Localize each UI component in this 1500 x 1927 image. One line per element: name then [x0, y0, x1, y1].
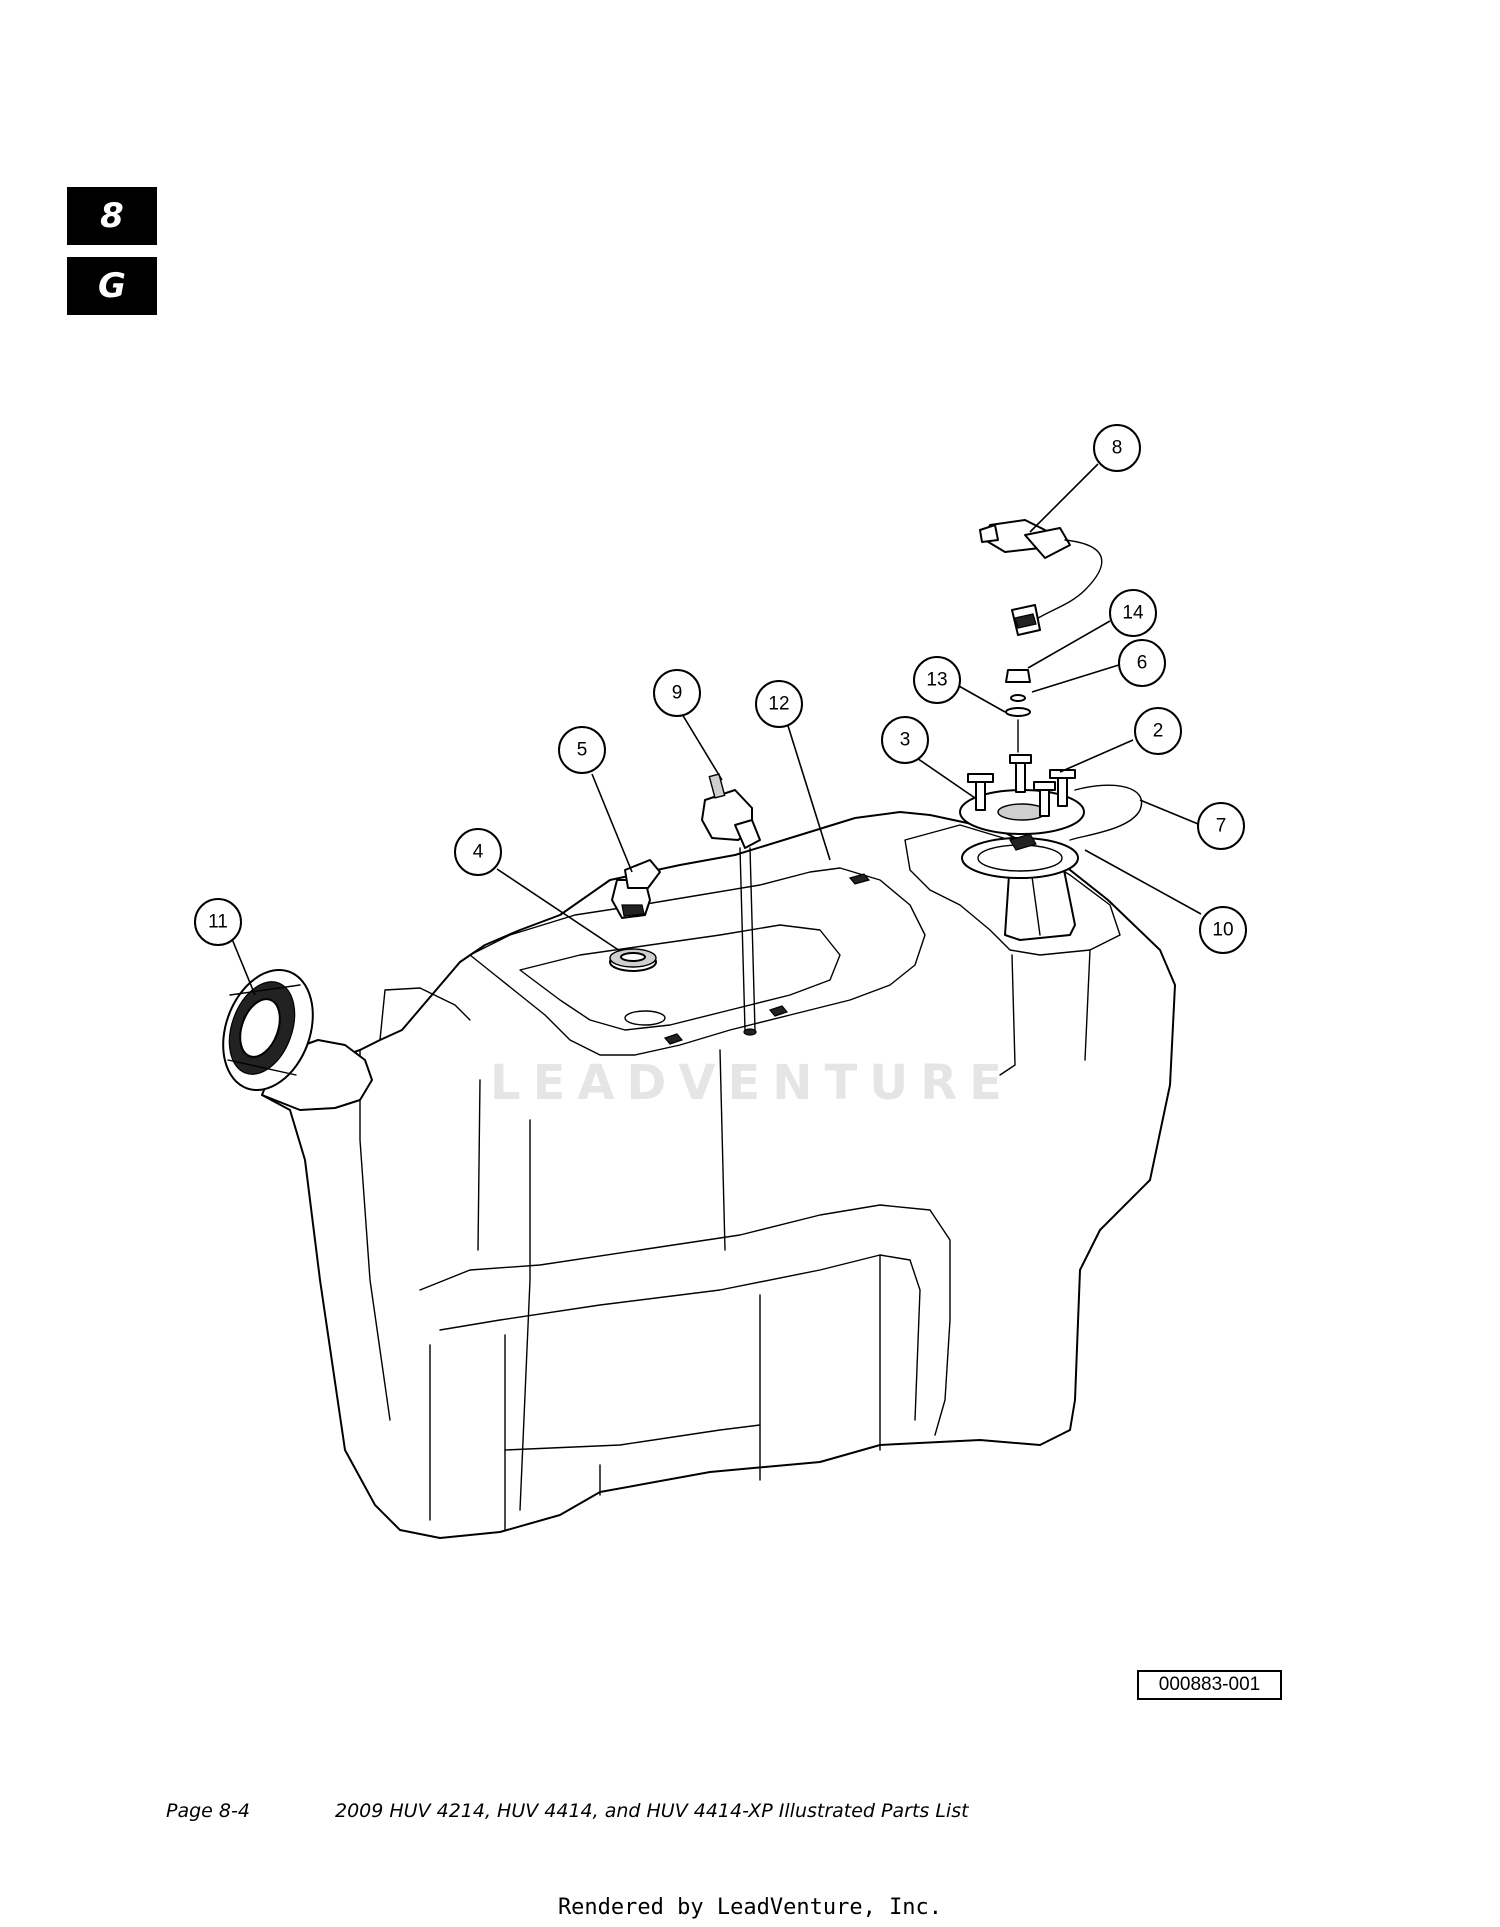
callout-label: 12 [768, 694, 789, 715]
figure-id-label: 000883-001 [1137, 1670, 1282, 1700]
watermark: LEADVENTURE [490, 1055, 1014, 1111]
callout-9: 9 [653, 669, 701, 717]
callout-6: 6 [1118, 639, 1166, 687]
callout-label: 9 [672, 683, 683, 704]
fuel-sender [979, 519, 1103, 636]
check-valve [701, 773, 761, 1036]
callout-4: 4 [454, 828, 502, 876]
fastener-stack [1005, 669, 1031, 753]
fuel-tank [261, 811, 1176, 1539]
callout-13: 13 [913, 656, 961, 704]
section-tab: G [67, 257, 157, 315]
flange-bolts [967, 754, 1076, 817]
callout-label: 14 [1122, 603, 1144, 624]
callout-label: 13 [926, 670, 947, 691]
callout-label: 6 [1137, 653, 1148, 674]
grommet [609, 948, 657, 972]
fuel-cap [222, 968, 314, 1092]
callout-12: 12 [755, 680, 803, 728]
footer-page-number: Page 8-4 [166, 1800, 250, 1822]
callout-7: 7 [1197, 802, 1245, 850]
callout-label: 11 [208, 912, 228, 933]
callout-5: 5 [558, 726, 606, 774]
leader-lines [231, 463, 1204, 996]
callout-11: 11 [194, 898, 242, 946]
callout-8: 8 [1093, 424, 1141, 472]
callout-label: 3 [900, 730, 911, 751]
fuel-pump-assembly [959, 754, 1143, 941]
callout-label: 8 [1112, 438, 1123, 459]
footer-document-title: 2009 HUV 4214, HUV 4414, and HUV 4414-XP… [335, 1800, 969, 1822]
chapter-tab: 8 [67, 187, 157, 245]
callout-label: 5 [577, 740, 588, 761]
callout-10: 10 [1199, 906, 1247, 954]
callout-label: 7 [1216, 816, 1227, 837]
callout-2: 2 [1134, 707, 1182, 755]
callout-14: 14 [1109, 589, 1157, 637]
callout-label: 10 [1212, 920, 1233, 941]
callout-label: 4 [473, 842, 484, 863]
callout-3: 3 [881, 716, 929, 764]
vent-valve [611, 859, 661, 919]
callout-label: 2 [1153, 721, 1164, 742]
render-credit: Rendered by LeadVenture, Inc. [557, 1895, 943, 1920]
